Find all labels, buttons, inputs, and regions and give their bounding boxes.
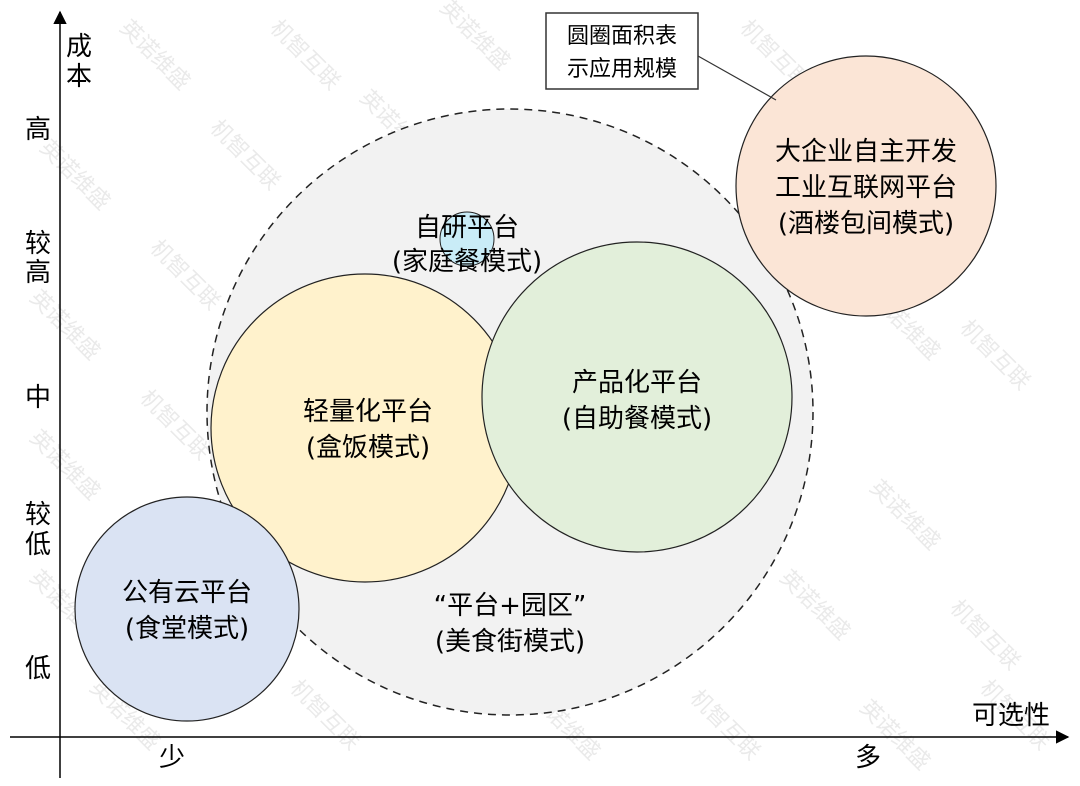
legend-note-line: 示应用规模 [567,57,677,82]
bubble-label-line: 工业互联网平台 [775,173,957,203]
bubble-label-line: (自助餐模式) [562,404,712,434]
watermark-text: 机智互联 [205,115,285,195]
watermark-text: 机智互联 [265,15,345,95]
legend-note: 圆圈面积表 示应用规模 [545,12,777,101]
y-level-fairly-low: 低 [25,530,51,560]
bubble-label-line: “平台+园区” [434,591,587,621]
watermark-text: 英诺维盛 [435,0,515,75]
y-axis-title-char: 本 [66,62,92,92]
watermark-text: 机智互联 [285,675,365,755]
bubble-lightweight: 轻量化平台 (盒饭模式) [210,273,520,583]
y-level-fairly-high: 高 [25,258,51,288]
watermark-text: 英诺维盛 [115,15,195,95]
y-level-medium: 中 [25,383,51,413]
watermark-text: 英诺维盛 [775,565,855,645]
x-axis-title: 可选性 [972,701,1050,731]
bubble-label-line: (酒楼包间模式) [778,209,954,239]
bubble-label-line: 轻量化平台 [303,397,433,427]
watermark-text: 英诺维盛 [25,285,105,365]
bubble-label-line: 大企业自主开发 [775,137,957,167]
legend-note-line: 圆圈面积表 [567,24,677,49]
y-axis-title-char: 成 [66,32,92,62]
bubble-label-line: 产品化平台 [572,368,702,398]
bubble-label-line: (美食街模式) [435,627,585,657]
y-level-labels: 高 较 高 中 较 低 低 [25,115,51,684]
watermark-text: 英诺维盛 [35,135,115,215]
bubble-circle [74,496,300,722]
bubble-circle [735,55,997,317]
y-level-fairly-high: 较 [25,229,51,259]
x-level-many: 多 [855,743,881,773]
legend-note-box [545,12,699,90]
bubble-enterprise: 大企业自主开发 工业互联网平台 (酒楼包间模式) [735,55,997,317]
bubble-label-line: 公有云平台 [122,578,252,608]
y-level-high: 高 [25,115,51,145]
bubble-circle [481,241,793,553]
watermark-text: 机智互联 [955,315,1035,395]
watermark-text: 机智互联 [685,685,765,765]
watermark-text: 机智互联 [145,235,225,315]
bubble-public-cloud: 公有云平台 (食堂模式) [74,496,300,722]
bubble-label-line: (盒饭模式) [306,433,430,463]
x-level-labels: 少 多 [159,743,881,773]
bubble-self-developed: 自研平台 (家庭餐模式) [392,211,542,277]
watermark-text: 机智互联 [135,385,215,465]
x-level-few: 少 [159,743,185,773]
y-axis-title: 成 本 [66,32,92,92]
axes [10,10,1070,778]
bubble-label-line: 自研平台 [415,213,519,243]
bubble-label-line: (食堂模式) [125,614,249,644]
y-level-low: 低 [25,654,51,684]
watermark-text: 英诺维盛 [865,475,945,555]
legend-leader-line [697,55,777,101]
bubble-label-line: (家庭餐模式) [392,247,542,277]
watermark-text: 机智互联 [945,595,1025,675]
watermark-text: 英诺维盛 [25,425,105,505]
bubble-productized: 产品化平台 (自助餐模式) [481,241,793,553]
y-level-fairly-low: 较 [25,500,51,530]
bubble-circle [439,211,495,267]
